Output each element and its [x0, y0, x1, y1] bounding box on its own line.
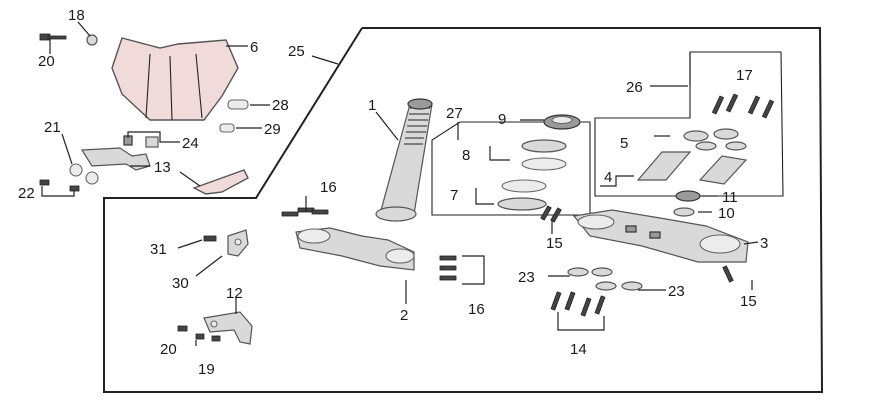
mounting-bolts-part [550, 291, 606, 317]
group-26-frame [594, 51, 784, 197]
handlebar-clamp-part [636, 151, 748, 185]
label-part-23-left: 23 [518, 269, 535, 286]
label-part-15-left: 15 [546, 235, 563, 252]
hose-clamp-part [227, 229, 249, 257]
windscreen-part [111, 37, 239, 121]
washer-part [673, 207, 695, 217]
sleeve-part [219, 123, 235, 133]
label-part-2: 2 [400, 307, 408, 324]
upper-triple-clamp-part [572, 209, 749, 263]
label-part-16-upper: 16 [320, 179, 337, 196]
locknut-part [675, 190, 701, 202]
label-part-16-lower: 16 [468, 301, 485, 318]
clamp-screw-part [203, 235, 217, 242]
spacer-part [227, 99, 249, 110]
label-part-11: 11 [722, 189, 738, 206]
label-part-17: 17 [736, 67, 753, 84]
label-part-26: 26 [626, 79, 643, 96]
label-part-28: 28 [272, 97, 289, 114]
clamp-bolts-right-part [722, 265, 734, 283]
label-part-1: 1 [368, 97, 376, 114]
label-part-6: 6 [250, 39, 258, 56]
grommet-part [123, 135, 159, 148]
label-part-27: 27 [446, 105, 463, 122]
label-part-20-bottom: 20 [160, 341, 177, 358]
label-part-18: 18 [68, 7, 85, 24]
label-part-7: 7 [450, 187, 458, 204]
part-number-labels: 1 2 3 4 5 6 7 8 9 10 11 12 13 14 15 15 1… [18, 7, 768, 378]
lower-triple-clamp-part [295, 227, 415, 271]
label-part-19: 19 [198, 361, 215, 378]
label-part-12: 12 [226, 285, 243, 302]
bearing-upper-part [521, 139, 567, 171]
pinch-bolts-lower-part [439, 255, 457, 281]
label-part-4: 4 [604, 169, 612, 186]
mounting-plate-part [203, 311, 253, 345]
label-part-5: 5 [620, 135, 628, 152]
bolt-part [39, 33, 67, 41]
group-25-frame [103, 27, 824, 393]
leader-lines [41, 21, 759, 346]
label-part-3: 3 [760, 235, 768, 252]
bearing-lower-part [497, 179, 547, 211]
label-part-21: 21 [44, 119, 61, 136]
pinch-bolts-upper-part [281, 207, 329, 217]
label-part-15-right: 15 [740, 293, 757, 310]
label-part-29: 29 [264, 121, 281, 138]
label-part-23-right: 23 [668, 283, 685, 300]
stem-cap-part [543, 114, 581, 130]
mount-bracket-part [39, 147, 249, 195]
clamp-bushing-part [683, 128, 747, 151]
clamp-bolts-part [711, 93, 775, 119]
rubber-damper-part [567, 267, 643, 291]
plate-screws-part [177, 325, 221, 342]
label-part-24: 24 [182, 135, 199, 152]
clamp-bolts-left-part [540, 205, 562, 223]
steering-stem-part [375, 98, 433, 222]
label-part-13: 13 [154, 159, 171, 176]
label-part-30: 30 [172, 275, 189, 292]
label-part-10: 10 [718, 205, 735, 222]
label-part-25: 25 [288, 43, 305, 60]
label-part-31: 31 [150, 241, 167, 258]
label-part-14: 14 [570, 341, 587, 358]
label-part-9: 9 [498, 111, 506, 128]
nut-part [86, 34, 98, 46]
label-part-20-top: 20 [38, 53, 55, 70]
label-part-8: 8 [462, 147, 470, 164]
label-part-22: 22 [18, 185, 35, 202]
